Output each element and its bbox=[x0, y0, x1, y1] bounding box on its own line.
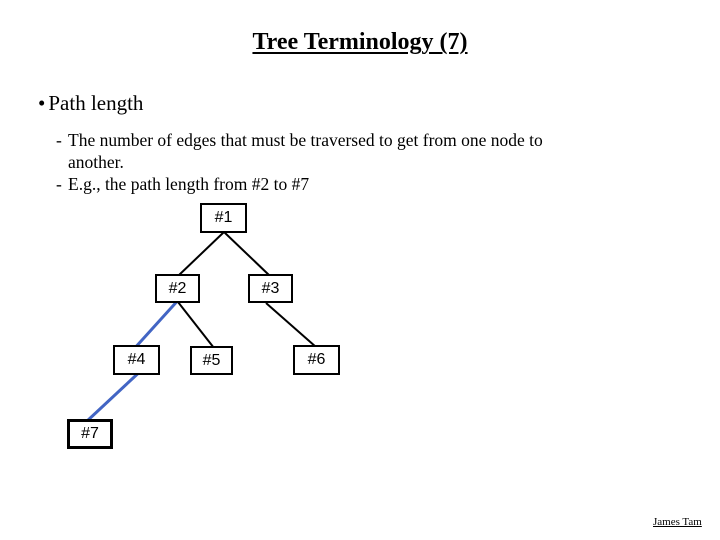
tree-node-6: #6 bbox=[293, 345, 340, 375]
slide-title: Tree Terminology (7) bbox=[252, 29, 468, 55]
sub-bullet-line: The number of edges that must be travers… bbox=[68, 130, 543, 150]
edge-2-5 bbox=[177, 301, 215, 349]
sub-bullet-list: - The number of edges that must be trave… bbox=[56, 129, 636, 195]
sub-bullet-definition: - The number of edges that must be trave… bbox=[56, 129, 636, 173]
dash-marker: - bbox=[56, 174, 62, 194]
tree-node-3: #3 bbox=[248, 274, 293, 303]
bullet-text: Path length bbox=[48, 91, 144, 115]
tree-node-7: #7 bbox=[67, 419, 113, 449]
tree-node-4-label: #4 bbox=[127, 351, 146, 368]
tree-node-3-label: #3 bbox=[261, 279, 280, 297]
bullet-path-length: •Path length bbox=[38, 91, 143, 116]
edge-4-7-highlighted bbox=[84, 364, 148, 424]
sub-bullet-definition-text: The number of edges that must be travers… bbox=[68, 129, 636, 173]
tree-node-5-label: #5 bbox=[202, 351, 221, 369]
tree-node-4: #4 bbox=[113, 345, 160, 375]
tree-node-1: #1 bbox=[200, 203, 247, 233]
tree-node-7-label: #7 bbox=[81, 425, 99, 442]
bullet-marker: • bbox=[38, 91, 46, 115]
edge-3-6 bbox=[265, 302, 317, 348]
edge-1-3 bbox=[223, 231, 271, 277]
tree-node-5: #5 bbox=[190, 346, 233, 375]
footer-author: James Tam bbox=[653, 516, 702, 528]
tree-node-6-label: #6 bbox=[307, 351, 326, 368]
edge-2-4-highlighted bbox=[131, 295, 183, 352]
sub-bullet-example-text: E.g., the path length from #2 to #7 bbox=[68, 173, 636, 195]
dash-marker: - bbox=[56, 130, 62, 150]
tree-node-1-label: #1 bbox=[214, 209, 233, 226]
sub-bullet-example: - E.g., the path length from #2 to #7 bbox=[56, 173, 636, 195]
sub-bullet-line: another. bbox=[68, 152, 124, 172]
sub-bullet-line: E.g., the path length from #2 to #7 bbox=[68, 174, 310, 194]
edge-1-2 bbox=[177, 231, 225, 277]
tree-node-2-label: #2 bbox=[168, 279, 187, 297]
tree-node-2: #2 bbox=[155, 274, 200, 303]
